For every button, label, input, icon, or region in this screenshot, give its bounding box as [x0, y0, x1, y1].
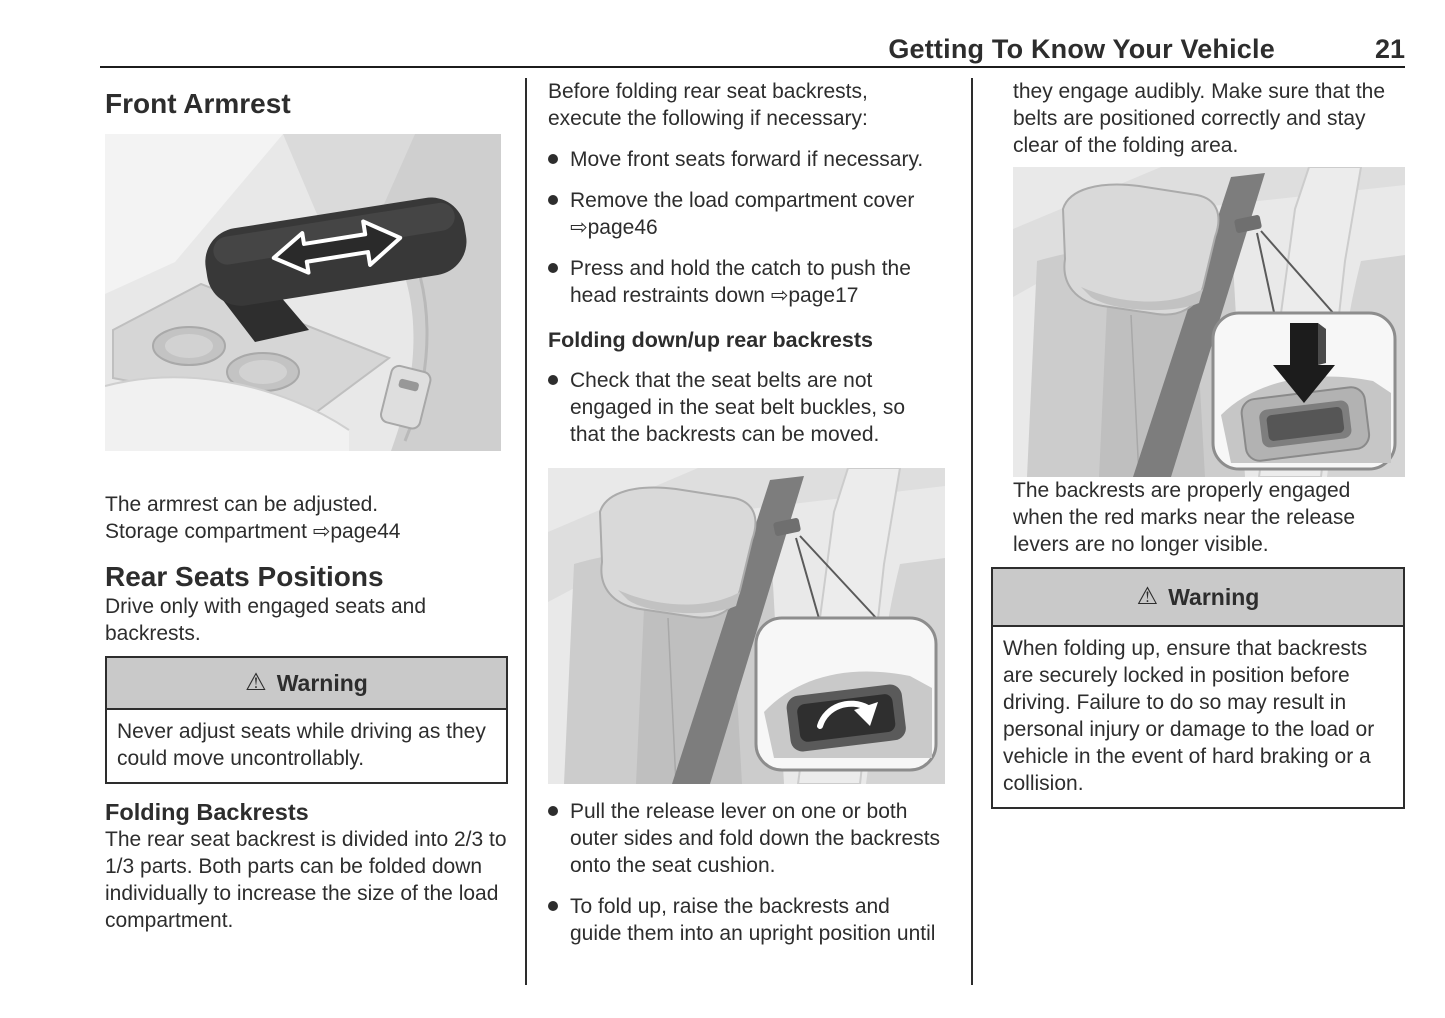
list-item-text: Check that the seat belts are not engage…: [570, 369, 906, 446]
warning-title-2: Warning: [1168, 583, 1260, 610]
front-armrest-figure: [105, 134, 508, 451]
bullet-icon: [548, 806, 558, 816]
folding-updown-heading: Folding down/up rear backrests: [548, 328, 873, 352]
warning-box-2: ⚠ Warning When folding up, ensure that b…: [991, 567, 1405, 809]
column-3: they engage audibly. Make sure that the …: [991, 78, 1405, 985]
page-header: Getting To Know Your Vehicle 21: [100, 34, 1405, 65]
warning-triangle-icon: ⚠: [245, 669, 267, 696]
list-item: Remove the load compartment cover ⇨page4…: [548, 187, 945, 241]
list-item: Pull the release lever on one or both ou…: [548, 798, 945, 879]
head-restraint-push-figure: [1013, 167, 1405, 477]
warning-header-1: ⚠ Warning: [107, 658, 506, 710]
warning-body-2: When folding up, ensure that backrests a…: [1003, 637, 1375, 795]
before-folding-intro: Before folding rear seat backrests, exec…: [548, 80, 868, 130]
list-item: Check that the seat belts are not engage…: [548, 367, 945, 448]
header-rule: [100, 66, 1405, 68]
warning-header-2: ⚠ Warning: [993, 569, 1403, 627]
rear-seats-heading: Rear Seats Positions: [105, 561, 384, 592]
list-item: Press and hold the catch to push the hea…: [548, 255, 945, 309]
warning-triangle-icon: ⚠: [1136, 583, 1159, 610]
release-lever-figure: [548, 468, 945, 784]
fold-up-continuation: they engage audibly. Make sure that the …: [1013, 80, 1386, 157]
bullet-icon: [548, 901, 558, 911]
warning-box-1: ⚠ Warning Never adjust seats while drivi…: [105, 656, 508, 784]
list-item-text: Press and hold the catch to push the hea…: [570, 257, 911, 307]
press-down-arrow-icon: [1273, 323, 1335, 403]
armrest-adjust-arrow-icon: [271, 219, 403, 275]
column-divider: [525, 78, 527, 985]
folding-backrests-text: The rear seat backrest is divided into 2…: [105, 828, 507, 932]
bullet-icon: [548, 375, 558, 385]
armrest-note-line1: The armrest can be adjusted.: [105, 493, 379, 516]
bullet-icon: [548, 195, 558, 205]
warning-title-1: Warning: [276, 669, 368, 696]
armrest-note: The armrest can be adjusted. Storage com…: [105, 491, 508, 545]
bullet-icon: [548, 263, 558, 273]
column-2: Before folding rear seat backrests, exec…: [548, 78, 945, 985]
list-item-text: To fold up, raise the backrests and guid…: [570, 895, 936, 945]
folding-backrests-heading: Folding Backrests: [105, 799, 309, 825]
chapter-title: Getting To Know Your Vehicle: [888, 34, 1275, 64]
column-1: Front Armrest: [105, 78, 508, 985]
engaged-note: The backrests are properly engaged when …: [1013, 479, 1356, 556]
column-divider: [971, 78, 973, 985]
bullet-icon: [548, 154, 558, 164]
warning-body-1: Never adjust seats while driving as they…: [117, 720, 486, 770]
list-item-text: Remove the load compartment cover ⇨page4…: [570, 189, 915, 239]
armrest-note-line2: Storage compartment ⇨page44: [105, 520, 401, 543]
release-lever-rotate-arrow-icon: [817, 700, 878, 729]
list-item: Move front seats forward if necessary.: [548, 146, 945, 173]
list-item-text: Move front seats forward if necessary.: [570, 148, 924, 171]
page-number: 21: [1374, 34, 1405, 64]
front-armrest-heading: Front Armrest: [105, 88, 291, 119]
list-item-text: Pull the release lever on one or both ou…: [570, 800, 941, 877]
drive-only-text: Drive only with engaged seats and backre…: [105, 595, 427, 645]
list-item: To fold up, raise the backrests and guid…: [548, 893, 945, 947]
content-columns: Front Armrest: [105, 78, 1405, 985]
